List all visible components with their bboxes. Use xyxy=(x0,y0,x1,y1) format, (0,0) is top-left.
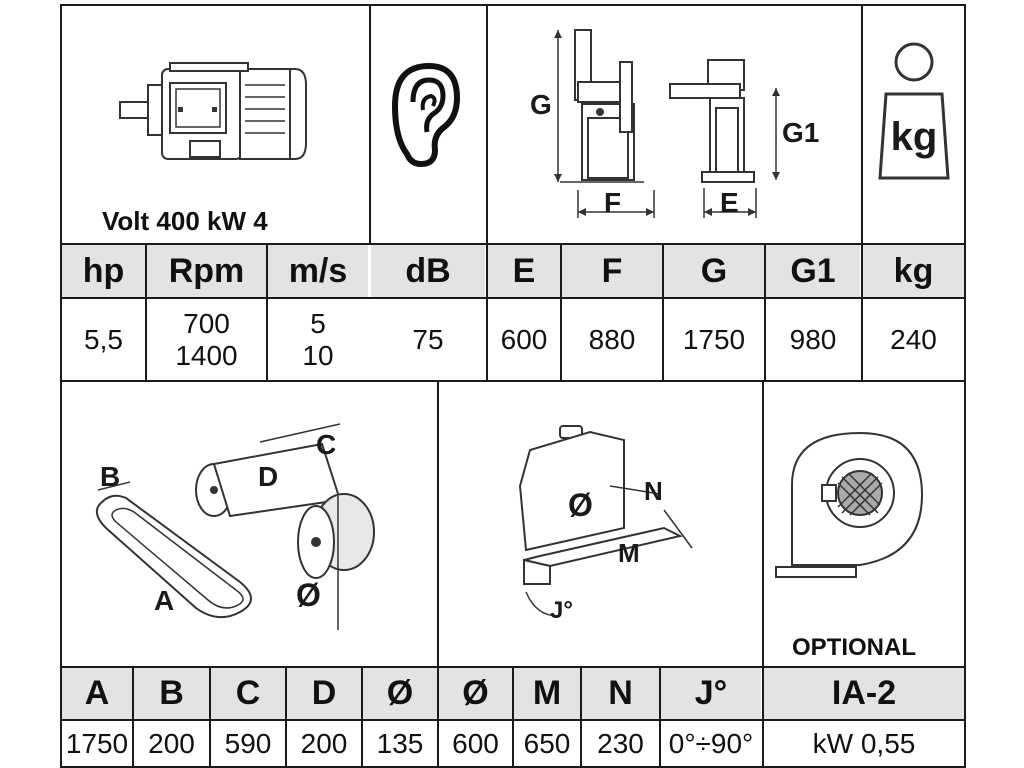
header-e: E xyxy=(488,245,560,297)
value-e: 600 xyxy=(488,299,560,380)
header-n: N xyxy=(582,668,659,719)
belt-label-diam: Ø xyxy=(296,577,321,613)
value-f: 880 xyxy=(562,299,662,380)
header-hp: hp xyxy=(62,245,145,297)
motor-icon xyxy=(119,62,307,160)
value-db: 75 xyxy=(371,299,485,380)
value-kg-text: 240 xyxy=(890,323,937,355)
disc-label-m: M xyxy=(618,538,640,568)
ear-icon xyxy=(391,62,461,168)
value-g1: 980 xyxy=(766,299,860,380)
belt-dimensions-icon: C B D A Ø xyxy=(95,423,375,630)
dim-label-f: F xyxy=(604,187,621,218)
value-diam-1: 135 xyxy=(376,727,424,759)
value-kg: 240 xyxy=(863,299,964,380)
value-db-text: 75 xyxy=(412,323,444,355)
value-g: 1750 xyxy=(664,299,764,380)
value-g-text: 1750 xyxy=(682,323,746,355)
value-e-text: 600 xyxy=(500,323,548,355)
value-m: 650 xyxy=(523,727,571,759)
motor-caption: Volt 400 kW 4 xyxy=(102,206,268,236)
header-d: D xyxy=(287,668,361,719)
disc-label-n: N xyxy=(644,476,663,506)
value-b: 200 xyxy=(148,727,195,759)
belt-label-c: C xyxy=(316,429,336,460)
value-d: 200 xyxy=(300,727,348,759)
value-a: 1750 xyxy=(65,727,129,759)
belt-label-a: A xyxy=(154,585,174,616)
value-hp-text: 5,5 xyxy=(84,323,123,355)
disc-label-j: J° xyxy=(550,597,573,624)
belt-label-d: D xyxy=(258,461,278,492)
value-diam-2: 600 xyxy=(452,727,499,759)
belt-label-b: B xyxy=(100,461,120,492)
header-f: F xyxy=(562,245,662,297)
disc-label-diam: Ø xyxy=(568,487,593,523)
header-rpm: Rpm xyxy=(147,245,266,297)
weight-label: kg xyxy=(891,115,938,159)
value-ia2: kW 0,55 xyxy=(812,727,916,759)
header-kg: kg xyxy=(863,245,964,297)
value-j: 0°÷90° xyxy=(668,727,754,759)
dim-label-g: G xyxy=(530,89,552,120)
disc-dimensions-icon: Ø N M J° xyxy=(518,425,693,624)
header-diam-1: Ø xyxy=(363,668,437,719)
header-ms: m/s xyxy=(268,245,368,297)
dim-label-e: E xyxy=(720,187,739,218)
header-ia2: IA-2 xyxy=(764,668,964,719)
value-hp: 5,5 xyxy=(62,299,145,380)
header-g1: G1 xyxy=(766,245,860,297)
header-m: M xyxy=(514,668,580,719)
extractor-fan-icon xyxy=(775,431,924,578)
value-f-text: 880 xyxy=(588,323,636,355)
value-rpm-1: 700 xyxy=(183,307,230,339)
header-g: G xyxy=(664,245,764,297)
value-g1-text: 980 xyxy=(789,323,837,355)
header-j: J° xyxy=(661,668,761,719)
value-ms-2: 10 xyxy=(302,339,334,371)
value-rpm-2: 1400 xyxy=(175,339,238,371)
header-db: dB xyxy=(371,245,485,297)
machine-dimensions-icon: G F G1 E xyxy=(530,29,819,218)
value-c: 590 xyxy=(224,727,272,759)
dim-label-g1: G1 xyxy=(782,117,819,148)
value-ms-1: 5 xyxy=(310,307,326,339)
header-diam-2: Ø xyxy=(439,668,512,719)
weight-icon: kg xyxy=(878,42,950,180)
optional-caption: OPTIONAL xyxy=(792,634,916,661)
value-n: 230 xyxy=(597,727,644,759)
header-b: B xyxy=(134,668,209,719)
header-a: A xyxy=(62,668,132,719)
header-c: C xyxy=(211,668,285,719)
